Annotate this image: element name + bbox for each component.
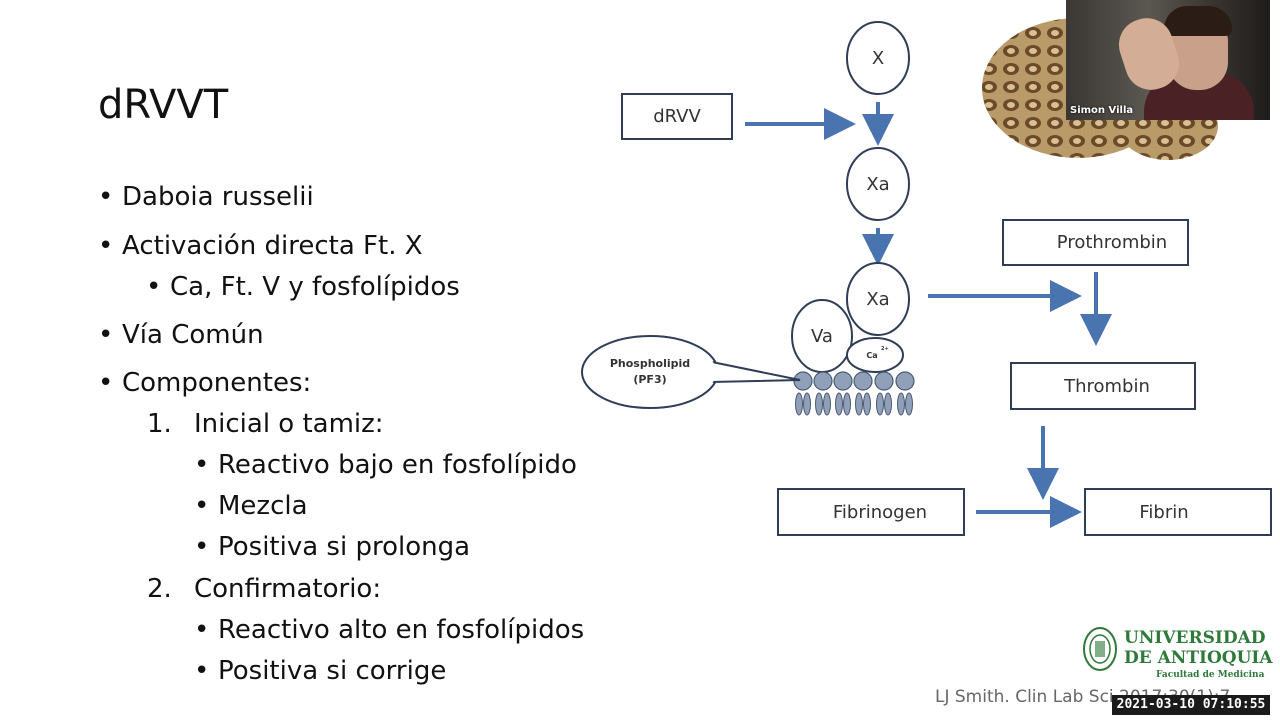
- factor-xa-circle: [846, 147, 910, 221]
- bullet-text: Inicial o tamiz:: [194, 409, 384, 439]
- pf3-label: (PF3): [633, 373, 666, 386]
- bullet-item: • Ca, Ft. V y fosfolípidos: [146, 272, 460, 302]
- bullet-marker: •: [194, 656, 210, 686]
- bullet-item: • Daboia russelii: [98, 182, 314, 212]
- bullet-item: • Reactivo bajo en fosfolípido: [194, 450, 577, 480]
- slide-title: dRVVT: [98, 82, 229, 128]
- bullet-text: Reactivo bajo en fosfolípido: [218, 450, 577, 480]
- webcam-video: Simon Villa: [1066, 0, 1270, 120]
- bullet-text: Vía Común: [122, 320, 264, 350]
- phospholipid-membrane: [793, 371, 915, 416]
- bullet-text: Positiva si corrige: [218, 656, 447, 686]
- bullet-item: • Mezcla: [194, 491, 308, 521]
- bullet-marker: •: [194, 491, 210, 521]
- bullet-text: Reactivo alto en fosfolípidos: [218, 615, 585, 645]
- university-logo: UNIVERSIDAD DE ANTIOQUIA Facultad de Med…: [1082, 624, 1273, 684]
- bullet-marker: •: [194, 450, 210, 480]
- factor-x-circle: [846, 21, 910, 95]
- recording-timestamp: 2021-03-10 07:10:55: [1112, 695, 1270, 715]
- phospholipid-label: Phospholipid: [610, 357, 690, 370]
- bullet-marker: •: [98, 320, 114, 350]
- fibrinogen-label: Fibrinogen: [833, 502, 927, 523]
- numbered-item: 2. Confirmatorio:: [147, 574, 382, 604]
- bullet-item: • Positiva si corrige: [194, 656, 447, 686]
- bullet-text: Ca, Ft. V y fosfolípidos: [170, 272, 460, 302]
- fibrinogen-box: [777, 488, 965, 536]
- bullet-marker: •: [98, 368, 114, 398]
- drvv-box: [621, 93, 733, 140]
- drvv-label: dRVV: [653, 106, 701, 127]
- thrombin-label: Thrombin: [1063, 376, 1150, 397]
- fibrin-label: Fibrin: [1139, 502, 1188, 523]
- university-name-line1: UNIVERSIDAD: [1124, 628, 1266, 648]
- bullet-text: Mezcla: [218, 491, 308, 521]
- calcium-superscript: 2+: [881, 346, 889, 352]
- university-seal-icon: [1083, 627, 1117, 671]
- bullet-text: Activación directa Ft. X: [122, 231, 423, 261]
- factor-xa-label: Xa: [866, 174, 889, 195]
- number-marker: 1.: [147, 409, 172, 439]
- fibrin-box: [1084, 488, 1272, 536]
- bullet-item: • Positiva si prolonga: [194, 532, 471, 562]
- number-marker: 2.: [147, 574, 172, 604]
- bullet-item: • Reactivo alto en fosfolípidos: [194, 615, 585, 645]
- complex-xa-label: Xa: [866, 289, 889, 310]
- callout-pointer: [709, 361, 801, 383]
- bullet-item: • Componentes:: [98, 368, 312, 398]
- factor-x-label: X: [872, 48, 884, 69]
- faculty-name: Facultad de Medicina: [1156, 670, 1265, 680]
- numbered-item: 1. Inicial o tamiz:: [147, 409, 384, 439]
- bullet-text: Daboia russelii: [122, 182, 314, 212]
- bullet-text: Confirmatorio:: [194, 574, 382, 604]
- university-name-line2: DE ANTIOQUIA: [1124, 648, 1273, 668]
- bullet-marker: •: [146, 272, 162, 302]
- bullet-marker: •: [194, 532, 210, 562]
- bullet-item: • Activación directa Ft. X: [98, 231, 423, 261]
- bullet-text: Positiva si prolonga: [218, 532, 471, 562]
- calcium-circle: [846, 337, 904, 373]
- bullet-marker: •: [194, 615, 210, 645]
- bullet-marker: •: [98, 182, 114, 212]
- thrombin-box: [1010, 362, 1196, 410]
- bullet-item: • Vía Común: [98, 320, 264, 350]
- bullet-text: Componentes:: [122, 368, 312, 398]
- bullet-marker: •: [98, 231, 114, 261]
- complex-xa-circle: [846, 262, 910, 336]
- prothrombin-label: Prothrombin: [1057, 232, 1167, 253]
- calcium-label: Ca: [866, 351, 877, 360]
- factor-va-label: Va: [811, 326, 833, 347]
- participant-name: Simon Villa: [1070, 105, 1134, 116]
- prothrombin-box: [1002, 219, 1189, 266]
